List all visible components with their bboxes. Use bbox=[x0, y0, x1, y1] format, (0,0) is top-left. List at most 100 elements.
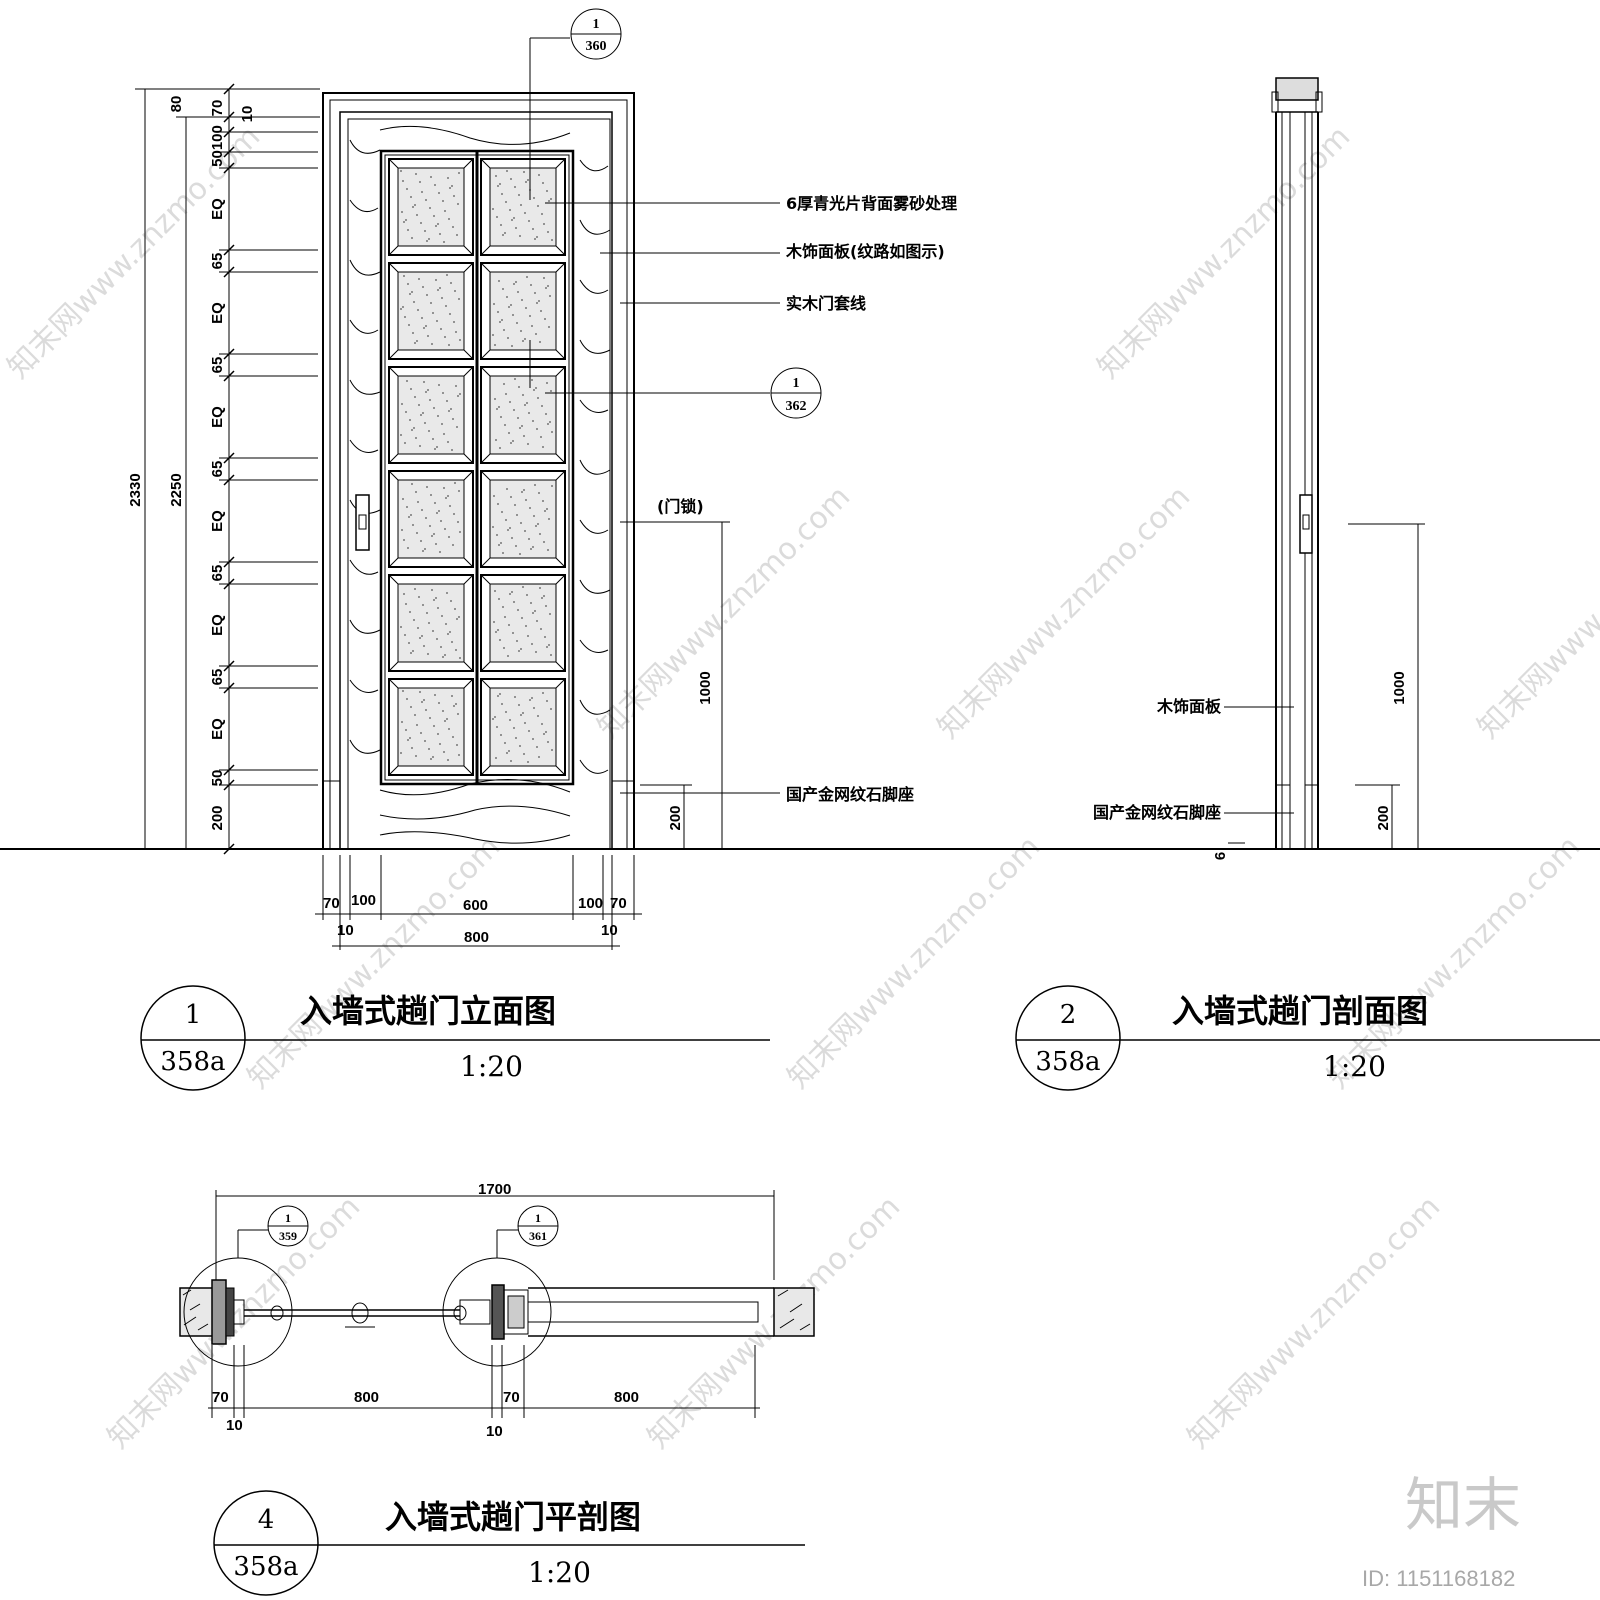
plan-detail-ref-right: 1 361 bbox=[517, 1205, 559, 1247]
glass-pane-inner bbox=[489, 583, 557, 663]
title-block-plan: 4 358a 入墙式趟门平剖图 1:20 bbox=[213, 1490, 805, 1596]
plan-detail-ref-left: 1 359 bbox=[267, 1205, 309, 1247]
dim-left-label: 200 bbox=[209, 805, 226, 830]
door-plan bbox=[179, 1190, 815, 1367]
callout-glass: 6厚青光片背面雾砂处理 bbox=[786, 194, 957, 213]
dim-left-label: 65 bbox=[209, 357, 226, 374]
section-dim-lock-height: 1000 bbox=[1391, 671, 1408, 704]
dim-top-c: 10 bbox=[239, 106, 256, 123]
bottom-dimensions bbox=[315, 855, 642, 950]
dim-left-label: EQ bbox=[209, 302, 226, 324]
svg-text:359: 359 bbox=[279, 1229, 297, 1243]
glass-pane-inner bbox=[489, 167, 557, 247]
dim-left-label: 65 bbox=[209, 565, 226, 582]
glass-pane-inner bbox=[397, 167, 465, 247]
door-section bbox=[1271, 77, 1323, 849]
dim-lock-height: 1000 bbox=[697, 671, 714, 704]
plan-dim-gap-right: 10 bbox=[486, 1423, 503, 1440]
title-block-section: 2 358a 入墙式趟门剖面图 1:20 bbox=[1015, 985, 1600, 1091]
plan-dim-door-left: 800 bbox=[354, 1389, 379, 1406]
lock-icon bbox=[355, 494, 370, 551]
dim-gap-right: 10 bbox=[601, 922, 618, 939]
svg-text:360: 360 bbox=[586, 39, 607, 54]
dim-left-label: EQ bbox=[209, 510, 226, 532]
door-elevation bbox=[322, 92, 635, 850]
plan-dim-overall: 1700 bbox=[478, 1181, 511, 1198]
dim-left-label: EQ bbox=[209, 198, 226, 220]
dim-left-label: 50 bbox=[209, 770, 226, 787]
glass-pane-inner bbox=[489, 271, 557, 351]
glass-pane-inner bbox=[397, 479, 465, 559]
svg-text:361: 361 bbox=[529, 1229, 547, 1243]
glass-pane-inner bbox=[489, 375, 557, 455]
dim-total-height: 2330 bbox=[127, 473, 144, 506]
callout-lock: (门锁) bbox=[657, 497, 704, 516]
left-dimension-ticks bbox=[219, 83, 318, 855]
view-number: 2 bbox=[1060, 1000, 1077, 1030]
watermark: 知末网www.znzmo.com bbox=[1181, 1189, 1447, 1455]
glass-pane-inner bbox=[489, 687, 557, 767]
glass-pane-inner bbox=[397, 583, 465, 663]
view-sheet: 358a bbox=[160, 1047, 225, 1077]
callout-leaders bbox=[529, 37, 780, 794]
plan-dimension-labels: 70 800 70 800 10 10 bbox=[212, 1389, 639, 1440]
view-title: 入墙式趟门剖面图 bbox=[1172, 992, 1428, 1030]
plan-dim-door-right: 800 bbox=[614, 1389, 639, 1406]
dim-frame-left: 70 bbox=[323, 895, 340, 912]
dim-left-label: 65 bbox=[209, 253, 226, 270]
section-callout-panel: 木饰面板 bbox=[1156, 697, 1222, 716]
dim-left-label: 65 bbox=[209, 669, 226, 686]
view-title: 入墙式趟门平剖图 bbox=[385, 1498, 641, 1536]
svg-text:1: 1 bbox=[535, 1211, 541, 1225]
callout-frame: 实木门套线 bbox=[786, 294, 866, 313]
dim-door-width: 800 bbox=[464, 929, 489, 946]
svg-text:1: 1 bbox=[593, 17, 600, 32]
callout-labels: 6厚青光片背面雾砂处理 木饰面板(纹路如图示) 实木门套线 (门锁) 国产金网纹… bbox=[657, 194, 957, 804]
glass-pane-inner bbox=[489, 479, 557, 559]
dim-door-height: 2250 bbox=[168, 473, 185, 506]
plan-dimensions bbox=[208, 1345, 760, 1418]
view-sheet: 358a bbox=[1035, 1047, 1100, 1077]
view-sheet: 358a bbox=[233, 1552, 298, 1582]
detail-ref-mid: 1 362 bbox=[770, 367, 822, 419]
section-callout-base: 国产金网纹石脚座 bbox=[1093, 803, 1221, 822]
glass-panes bbox=[388, 158, 566, 776]
detail-ref-top: 1 360 bbox=[570, 8, 622, 60]
callout-wood-panel: 木饰面板(纹路如图示) bbox=[785, 242, 945, 261]
svg-text:1: 1 bbox=[285, 1211, 291, 1225]
dim-stile-right: 100 bbox=[578, 895, 603, 912]
id-label: ID: 1151168182 bbox=[1362, 1566, 1515, 1591]
view-number: 1 bbox=[185, 1000, 202, 1030]
dim-frame-right: 70 bbox=[610, 895, 627, 912]
section-dimensions bbox=[1224, 523, 1425, 849]
dim-top-a: 80 bbox=[168, 96, 185, 113]
view-scale: 1:20 bbox=[1323, 1050, 1386, 1083]
section-dim-floor-offset: 6 bbox=[1212, 852, 1229, 860]
dim-left-label: EQ bbox=[209, 614, 226, 636]
dim-left-label: EQ bbox=[209, 406, 226, 428]
glass-pane-inner bbox=[397, 375, 465, 455]
dim-gap-left: 10 bbox=[337, 922, 354, 939]
view-scale: 1:20 bbox=[528, 1556, 591, 1589]
section-lock-icon bbox=[1299, 494, 1313, 554]
dim-stile-left: 100 bbox=[351, 892, 376, 909]
glass-pane-inner bbox=[397, 271, 465, 351]
dim-top-b: 70 bbox=[209, 100, 226, 117]
glass-pane-inner bbox=[397, 687, 465, 767]
dim-top-d: 50100 bbox=[209, 125, 226, 167]
plan-dim-frame-left: 70 bbox=[212, 1389, 229, 1406]
callout-base: 国产金网纹石脚座 bbox=[786, 785, 914, 804]
brand-logo: 知末 bbox=[1405, 1471, 1521, 1539]
title-block-elevation: 1 358a 入墙式趟门立面图 1:20 bbox=[140, 985, 770, 1091]
view-scale: 1:20 bbox=[460, 1050, 523, 1083]
dim-glass-width: 600 bbox=[463, 897, 488, 914]
watermark: 知末网www.znzmo.com bbox=[591, 479, 857, 745]
plan-dim-gap-left: 10 bbox=[226, 1417, 243, 1434]
svg-text:362: 362 bbox=[786, 399, 807, 414]
section-dim-base: 200 bbox=[1375, 805, 1392, 830]
dim-left-label: EQ bbox=[209, 718, 226, 740]
svg-text:1: 1 bbox=[793, 376, 800, 391]
dim-left-label: 65 bbox=[209, 461, 226, 478]
